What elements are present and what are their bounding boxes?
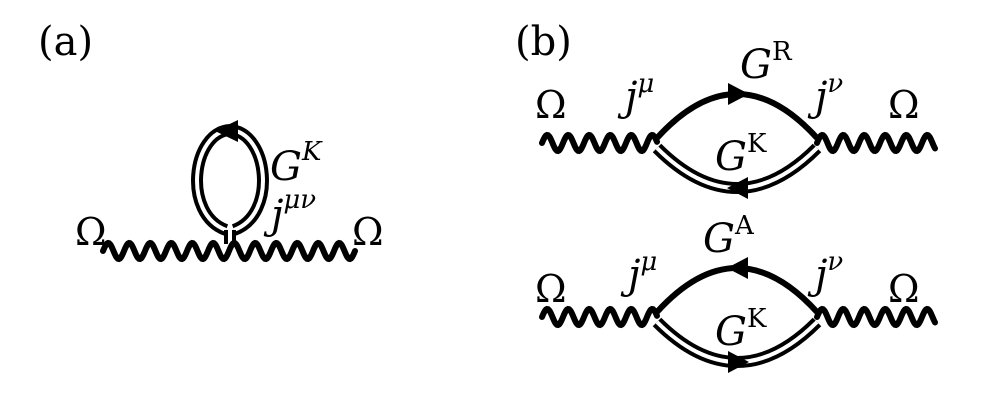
top-lower-propagator-label: GK: [715, 129, 767, 180]
top-vertex-left-label: jμ: [617, 69, 654, 120]
bottom-photon-left: [539, 305, 660, 329]
panel-a-label: (a): [38, 19, 93, 65]
panel-b-label: (b): [515, 19, 572, 65]
top-photon-right: [814, 131, 938, 155]
panel-a-keldysh-loop: [191, 124, 269, 244]
panel-a-omega-right: Ω: [352, 210, 384, 254]
bottom-upper-propagator-label: GA: [703, 211, 755, 262]
top-photon-left: [539, 131, 660, 155]
top-upper-propagator-line: [654, 91, 820, 141]
panel-a-omega-left: Ω: [75, 210, 107, 254]
bottom-omega-right: Ω: [888, 267, 920, 311]
bottom-lower-arrow: [728, 351, 749, 373]
top-upper-arrow: [728, 83, 749, 105]
top-upper-propagator-label: GR: [740, 37, 793, 88]
top-omega-left: Ω: [535, 83, 567, 127]
panel-a-loop-propagator-label: GK: [270, 137, 323, 190]
panel-a-photon-line: [100, 239, 358, 263]
panel-a-vertex-label: jμν: [263, 185, 316, 238]
top-lower-arrow: [727, 177, 748, 199]
bottom-vertex-left-label: jμ: [620, 247, 657, 298]
top-vertex-right-label: jν: [807, 69, 843, 120]
bottom-upper-propagator-line: [654, 265, 820, 315]
bottom-vertex-right-label: jν: [807, 247, 843, 298]
panel-b: (b) Ω Ω jμ jν GR GK Ω Ω: [515, 19, 938, 373]
bottom-omega-left: Ω: [535, 267, 567, 311]
bottom-lower-propagator-label: GK: [715, 304, 767, 355]
panel-b-bottom-diagram: Ω Ω jμ jν GA GK: [535, 211, 938, 373]
panel-a: (a) Ω Ω GK jμν: [38, 19, 384, 263]
bottom-upper-arrow: [727, 257, 748, 279]
bottom-photon-right: [814, 305, 938, 329]
top-omega-right: Ω: [888, 83, 920, 127]
panel-a-loop-arrow: [215, 120, 238, 142]
panel-b-top-diagram: Ω Ω jμ jν GR GK: [535, 37, 938, 199]
